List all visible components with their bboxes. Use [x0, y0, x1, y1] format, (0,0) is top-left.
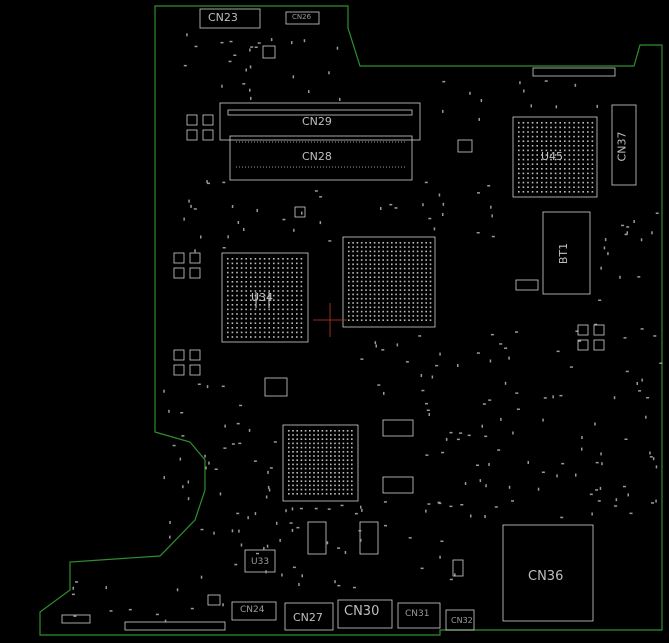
cn30-label: CN30 [344, 604, 380, 619]
cn29-outline [219, 102, 421, 141]
bottom-left-pad [61, 614, 91, 624]
bt1-outline [542, 211, 591, 295]
cn28-label: CN28 [302, 150, 332, 163]
cn31-label: CN31 [405, 609, 430, 619]
u37-outline [307, 521, 327, 555]
board-outline [39, 5, 663, 636]
u38-outline [359, 521, 379, 555]
bga-ball-grids [227, 122, 594, 495]
cursor-crosshair [313, 303, 347, 337]
cn32-label: CN32 [451, 616, 473, 625]
u33-label: U33 [251, 557, 270, 567]
cn28-outline [229, 135, 413, 181]
cn29-label: CN29 [302, 115, 332, 128]
u34-pin1-marks [255, 292, 270, 308]
bottom-left-header [124, 621, 226, 631]
u33-outline [244, 549, 276, 573]
cn37-label: CN37 [615, 131, 629, 162]
cn23-outline [199, 8, 261, 29]
passive-components [71, 33, 663, 623]
cn27-label: CN27 [293, 611, 323, 624]
cn23-label: CN23 [208, 11, 238, 24]
cn24-label: CN24 [240, 605, 265, 615]
cn29-inner [227, 109, 413, 116]
u34-outline [221, 252, 309, 343]
center-bga-outline [342, 236, 436, 328]
cn27-outline [284, 602, 334, 631]
cn36-outline [502, 524, 594, 622]
cn26-label: CN26 [292, 13, 312, 21]
u39-outline [264, 377, 288, 397]
u45-label: U45 [541, 150, 564, 163]
u34-label: U34 [251, 291, 274, 304]
u45-outline [512, 116, 598, 198]
cn36-label: CN36 [528, 569, 564, 584]
cn32-outline [445, 609, 475, 631]
square-pads [173, 45, 605, 606]
cn37-outline [611, 104, 637, 186]
u43-outline [382, 476, 414, 494]
cn24-outline [231, 601, 277, 621]
cn26-outline [285, 11, 320, 25]
u32-outline [515, 279, 539, 291]
top-right-header [532, 67, 616, 77]
bt1-label: BT1 [557, 242, 571, 265]
cn31-outline [397, 602, 441, 629]
u42-outline [382, 419, 414, 437]
lower-bga-outline [282, 424, 359, 502]
cn30-outline [337, 599, 393, 629]
